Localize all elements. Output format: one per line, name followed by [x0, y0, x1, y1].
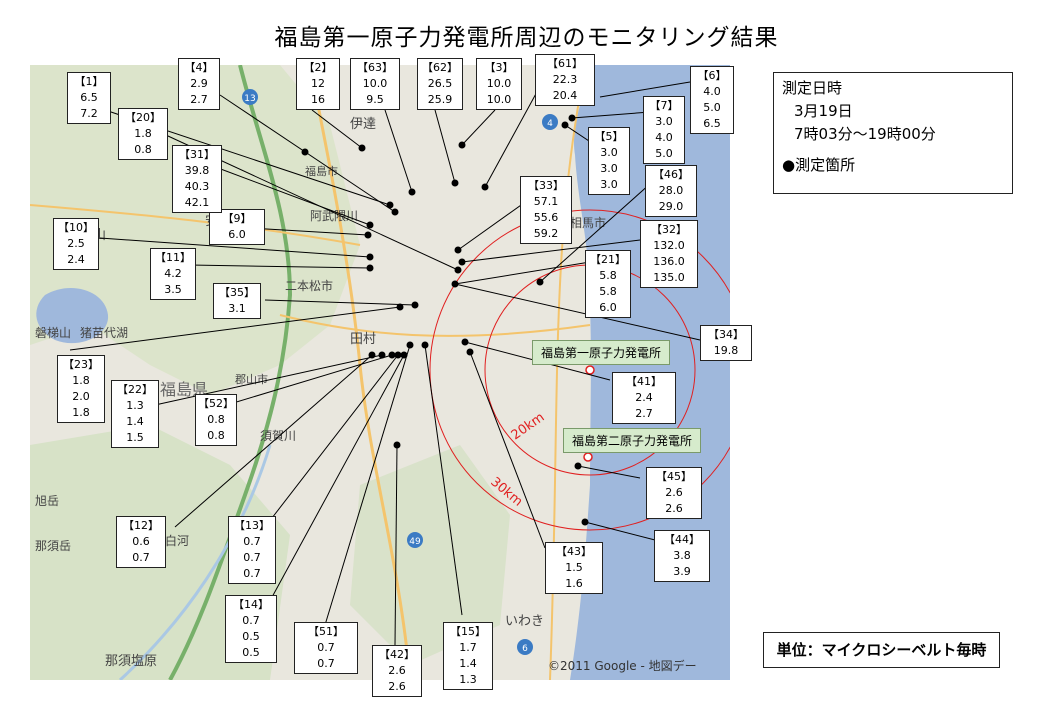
- unit-box: 単位：マイクロシーベルト毎時: [763, 632, 1000, 668]
- place-label: 伊達: [350, 117, 376, 132]
- page-title: 福島第一原子力発電所周辺のモニタリング結果: [274, 25, 779, 51]
- place-label: 須賀川: [260, 429, 296, 443]
- svg-text:49: 49: [409, 537, 421, 547]
- date-heading: 測定日時: [782, 79, 843, 97]
- road-shield: 6: [517, 639, 533, 655]
- station-box-9[interactable]: 【9】6.0: [209, 209, 265, 245]
- plant-marker-daiichi: [585, 365, 595, 375]
- road-shield: 49: [407, 532, 423, 548]
- place-label: 白河: [165, 533, 189, 548]
- place-label: 相馬市: [570, 215, 606, 230]
- time-range: 7時03分～19時00分: [794, 125, 936, 143]
- map-copyright: ©2011 Google - 地図デー: [548, 659, 697, 673]
- road-shield: 4: [542, 114, 558, 130]
- place-label: 旭岳: [35, 494, 59, 508]
- place-label: 田村: [350, 332, 376, 347]
- place-label: 二本松市: [285, 278, 333, 293]
- place-label: いわき: [505, 614, 544, 629]
- plant-label-daini: 福島第二原子力発電所: [563, 428, 702, 453]
- svg-text:13: 13: [244, 94, 255, 104]
- place-label: 福島市: [305, 164, 338, 178]
- date-box: 測定日時 3月19日 7時03分～19時00分 ●測定箇所: [773, 72, 1013, 194]
- station-box-35[interactable]: 【35】3.1: [213, 283, 261, 319]
- place-label: 阿武隈川: [310, 209, 358, 223]
- place-label: 磐梯山: [35, 326, 71, 340]
- place-label: 那須岳: [35, 539, 71, 553]
- plant-marker-daini: [583, 452, 593, 462]
- legend-measurement-point: ●測定箇所: [782, 156, 856, 174]
- road-shield: 13: [242, 89, 258, 105]
- date-value: 3月19日: [794, 102, 853, 120]
- station-box-34[interactable]: 【34】19.8: [700, 325, 752, 361]
- svg-text:4: 4: [547, 119, 553, 129]
- svg-text:6: 6: [522, 644, 528, 654]
- place-label: 那須塩原: [105, 654, 157, 669]
- place-label: 猪苗代湖: [80, 325, 128, 340]
- place-label: 郡山市: [235, 372, 268, 386]
- plant-label-daiichi: 福島第一原子力発電所: [532, 340, 671, 365]
